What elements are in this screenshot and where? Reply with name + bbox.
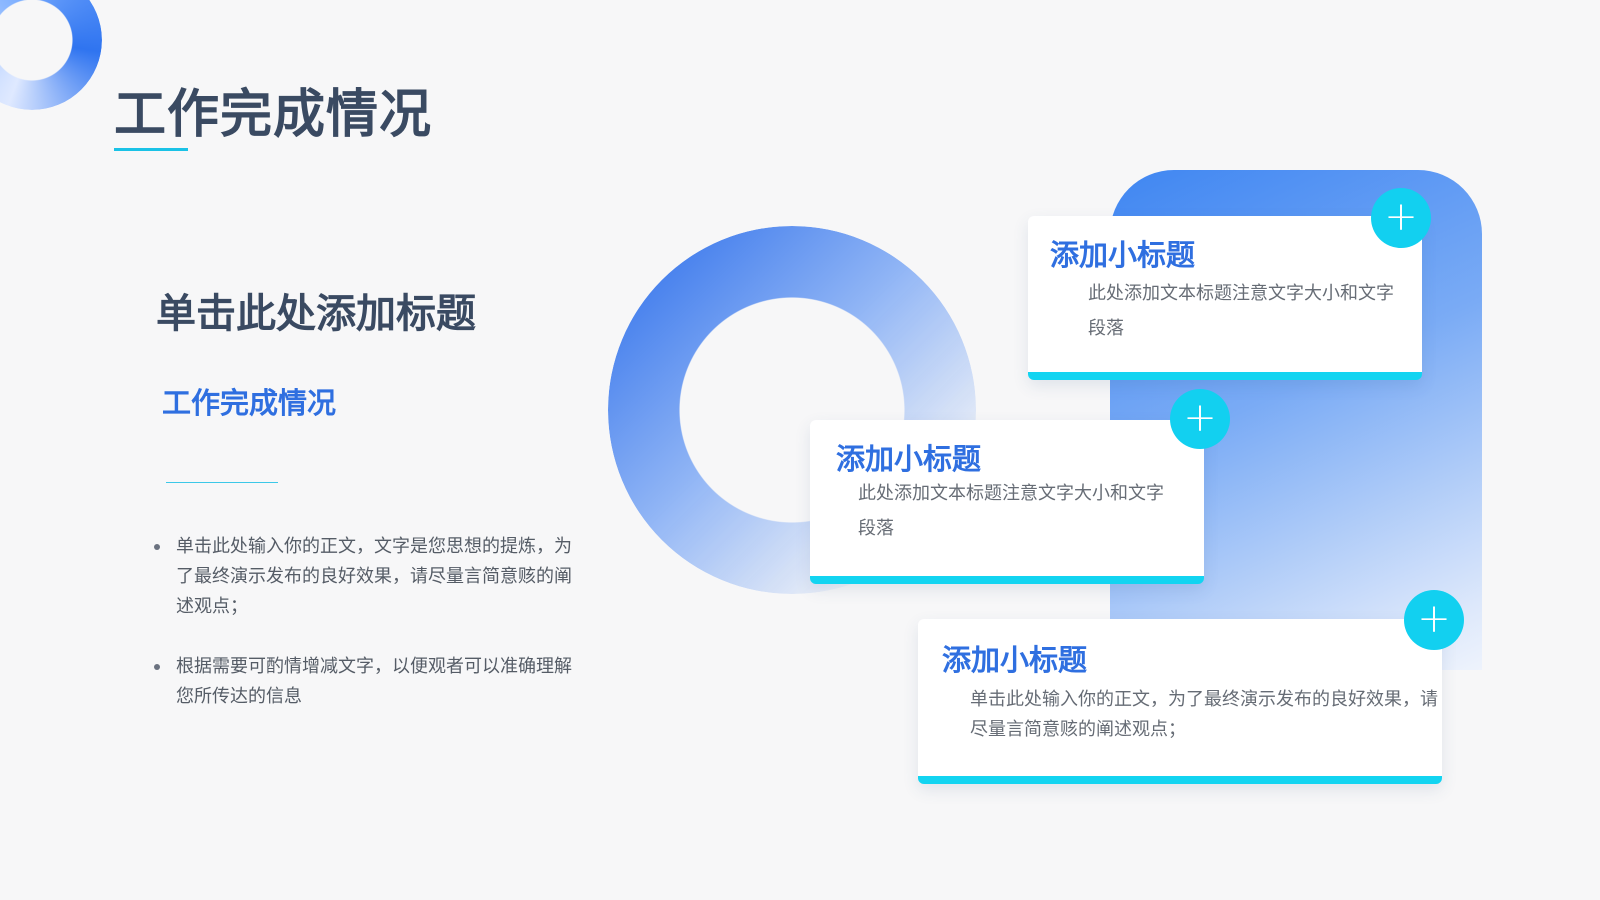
bullet-item[interactable]: 根据需要可酌情增减文字，以便观者可以准确理解您所传达的信息 (152, 652, 572, 712)
card-title: 添加小标题 (942, 643, 1088, 677)
info-card[interactable]: 添加小标题 单击此处输入你的正文，为了最终演示发布的良好效果，请尽量言简意赅的阐… (918, 619, 1442, 784)
card-title: 添加小标题 (1050, 238, 1196, 272)
info-card[interactable]: 添加小标题 此处添加文本标题注意文字大小和文字段落 (810, 420, 1204, 584)
section-subtitle[interactable]: 工作完成情况 (162, 386, 337, 420)
bullet-item[interactable]: 单击此处输入你的正文，文字是您思想的提炼，为了最终演示发布的良好效果，请尽量言简… (152, 532, 572, 622)
bullet-text: 根据需要可酌情增减文字，以便观者可以准确理解您所传达的信息 (176, 656, 572, 707)
card-text: 此处添加文本标题注意文字大小和文字段落 (858, 483, 1164, 539)
title-underline (114, 148, 188, 151)
corner-ring-decoration (0, 0, 102, 110)
plus-icon[interactable]: + (1170, 389, 1230, 449)
bullet-dot-icon (154, 664, 160, 670)
bullet-text: 单击此处输入你的正文，文字是您思想的提炼，为了最终演示发布的良好效果，请尽量言简… (176, 536, 572, 617)
section-divider (166, 482, 278, 483)
page-title: 工作完成情况 (114, 84, 433, 145)
card-title: 添加小标题 (836, 442, 982, 476)
card-text: 单击此处输入你的正文，为了最终演示发布的良好效果，请尽量言简意赅的阐述观点； (970, 689, 1438, 740)
section-title[interactable]: 单击此处添加标题 (156, 290, 476, 337)
bullet-list: 单击此处输入你的正文，文字是您思想的提炼，为了最终演示发布的良好效果，请尽量言简… (152, 532, 572, 742)
card-text: 此处添加文本标题注意文字大小和文字段落 (1088, 283, 1394, 339)
plus-icon[interactable]: + (1371, 188, 1431, 248)
bullet-dot-icon (154, 544, 160, 550)
plus-icon[interactable]: + (1404, 590, 1464, 650)
info-card[interactable]: 添加小标题 此处添加文本标题注意文字大小和文字段落 (1028, 216, 1422, 380)
